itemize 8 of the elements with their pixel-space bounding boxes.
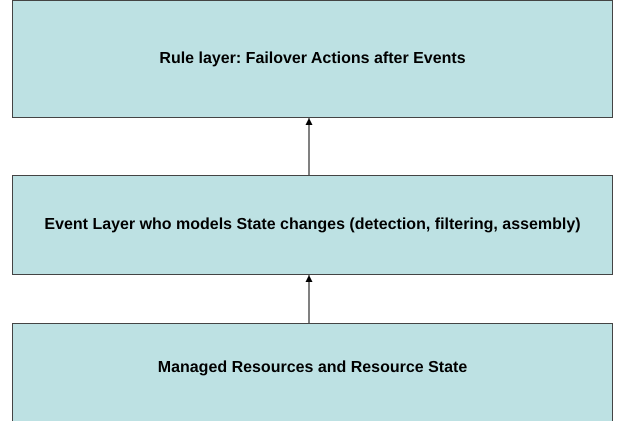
arrow bbox=[306, 274, 312, 324]
arrow bbox=[306, 118, 312, 176]
layer-label: Rule layer: Failover Actions after Events bbox=[159, 49, 466, 69]
layer-label: Event Layer who models State changes (detection, filtering, assembly) bbox=[44, 215, 581, 235]
layer-box bbox=[12, 0, 613, 118]
layer-box bbox=[12, 175, 613, 275]
layer-label: Managed Resources and Resource State bbox=[158, 358, 468, 378]
layer-box bbox=[12, 323, 613, 421]
